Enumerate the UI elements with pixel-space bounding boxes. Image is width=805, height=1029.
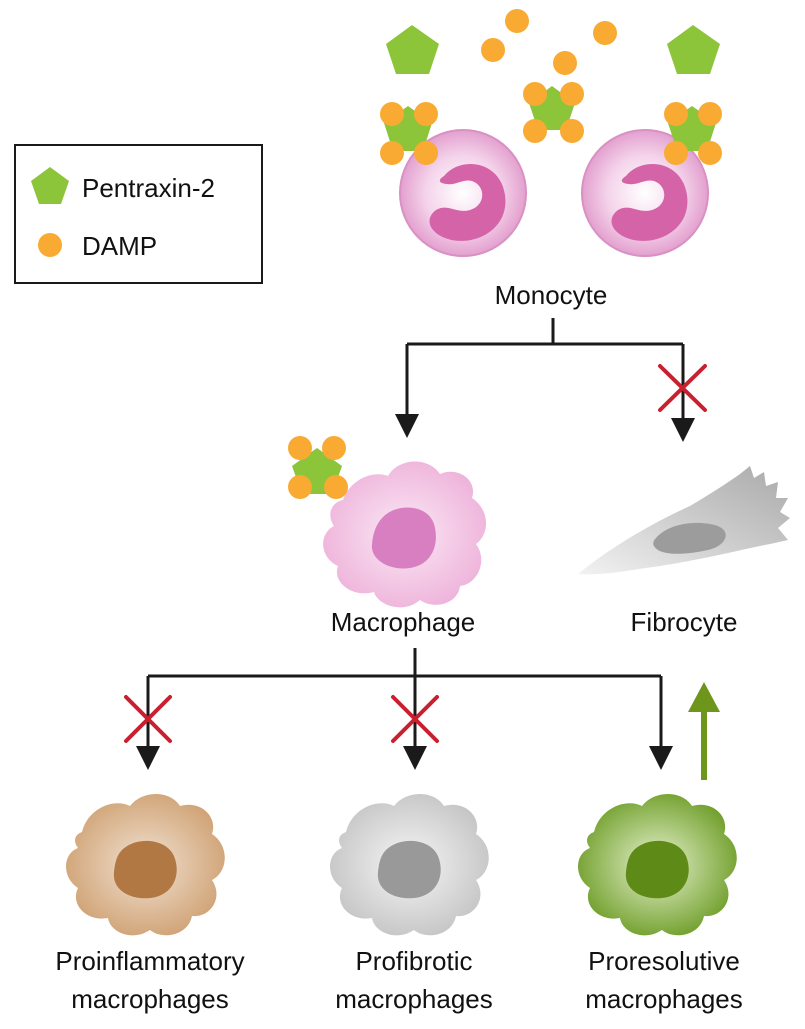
inhibit-cross-profibrotic [391, 695, 439, 743]
legend: Pentraxin-2 DAMP [14, 144, 263, 284]
damp-dot [523, 119, 547, 143]
label-profibrotic-line1: Profibrotic [355, 946, 472, 976]
macrophage [288, 436, 487, 608]
label-profibrotic-line2: macrophages [335, 984, 493, 1014]
damp-dot [523, 82, 547, 106]
damp-dot [560, 82, 584, 106]
fibrocyte-cell [578, 466, 790, 575]
increase-arrow-proresolutive [688, 682, 720, 780]
inhibit-cross-proinflammatory [124, 695, 172, 743]
monocyte-right [581, 102, 722, 257]
damp-dot [560, 119, 584, 143]
damp-dot [664, 141, 688, 165]
floating-molecules [386, 9, 720, 143]
damp-dot [664, 102, 688, 126]
macrophage-nucleus [377, 840, 441, 899]
legend-label-damp: DAMP [82, 231, 157, 261]
damp-dot [593, 21, 617, 45]
pentraxin-pentagon [667, 25, 720, 74]
damp-dot [288, 436, 312, 460]
damp-dot [380, 102, 404, 126]
proinflammatory-macrophage [66, 794, 225, 936]
damp-dot [324, 475, 348, 499]
pentraxin-damp-complex [380, 102, 438, 165]
damp-dot [414, 102, 438, 126]
damp-dot [481, 38, 505, 62]
fibrocyte-nucleus [653, 522, 726, 554]
profibrotic-macrophage [330, 794, 489, 936]
damp-dot [505, 9, 529, 33]
label-proinflammatory-line1: Proinflammatory [55, 946, 244, 976]
connector-macrophage-split [146, 648, 663, 748]
fibrocyte [578, 466, 790, 575]
label-proinflammatory-line2: macrophages [71, 984, 229, 1014]
macrophage-nucleus [371, 507, 436, 569]
pentraxin-damp-complex [288, 436, 348, 499]
arrowhead-fibrocyte [671, 418, 695, 442]
legend-box [14, 144, 263, 284]
label-macrophage: Macrophage [331, 607, 476, 637]
monocyte-left [380, 102, 527, 257]
label-proresolutive-line1: Proresolutive [588, 946, 740, 976]
damp-dot [698, 141, 722, 165]
monocyte-nucleus [429, 163, 506, 241]
arrowhead-proinflammatory [136, 746, 160, 770]
label-monocyte: Monocyte [495, 280, 608, 310]
label-fibrocyte: Fibrocyte [631, 607, 738, 637]
damp-dot [380, 141, 404, 165]
damp-dot [414, 141, 438, 165]
legend-label-pentraxin: Pentraxin-2 [82, 173, 215, 203]
inhibit-cross-fibrocyte [658, 364, 707, 412]
label-proresolutive-line2: macrophages [585, 984, 743, 1014]
damp-dot [553, 51, 577, 75]
arrowhead-macrophage [395, 414, 419, 438]
macrophage-nucleus [625, 840, 689, 899]
macrophage-nucleus [113, 840, 177, 899]
arrowhead-proresolutive [649, 746, 673, 770]
damp-dot [698, 102, 722, 126]
arrowhead-profibrotic [403, 746, 427, 770]
pentraxin-pentagon [386, 25, 439, 74]
damp-dot [322, 436, 346, 460]
circle-icon [38, 233, 62, 257]
pentraxin-damp-complex [664, 102, 722, 165]
pentagon-icon [31, 167, 69, 204]
damp-dot [288, 475, 312, 499]
monocyte-nucleus [611, 163, 688, 241]
connector-monocyte-split [405, 318, 685, 420]
pentraxin-damp-complex [523, 82, 584, 143]
proresolutive-macrophage [578, 794, 737, 936]
